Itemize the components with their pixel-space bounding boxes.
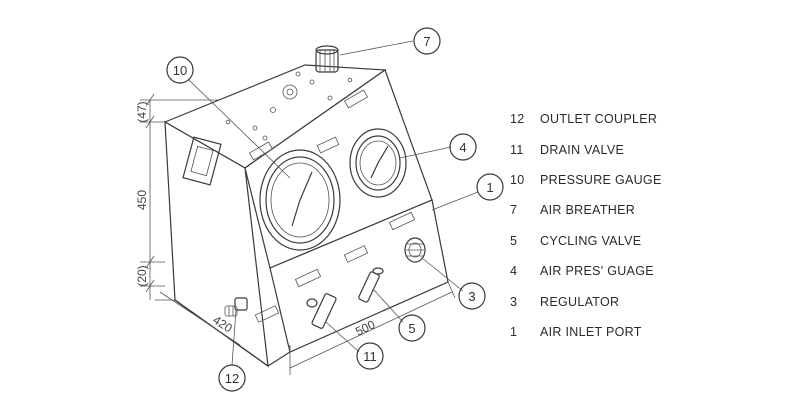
callout-5-label: 5 xyxy=(408,321,415,336)
outlet-coupler xyxy=(224,297,248,317)
callout-12-label: 12 xyxy=(225,371,239,386)
callout-4: 4 xyxy=(449,133,477,161)
callout-3-label: 3 xyxy=(468,289,475,304)
legend-number: 3 xyxy=(510,294,518,309)
callout-1: 1 xyxy=(476,173,504,201)
callout-1-label: 1 xyxy=(486,180,493,195)
callout-10: 10 xyxy=(166,56,194,84)
legend-number: 7 xyxy=(510,203,518,218)
legend-row: 5 CYCLING VALVE xyxy=(510,226,790,256)
legend-label: PRESSURE GAUGE xyxy=(540,172,662,187)
callout-5: 5 xyxy=(398,314,426,342)
legend-row: 12 OUTLET COUPLER xyxy=(510,104,790,134)
callout-10-label: 10 xyxy=(173,63,187,78)
dim-height-main: 450 xyxy=(135,190,149,210)
legend-row: 3 REGULATOR xyxy=(510,286,790,316)
legend-number: 4 xyxy=(510,264,518,279)
legend-label: AIR BREATHER xyxy=(540,203,636,218)
callout-3: 3 xyxy=(458,282,486,310)
air-breather xyxy=(315,45,339,73)
pressure-gauge xyxy=(259,149,341,251)
cabinet-body xyxy=(163,64,449,368)
legend-label: AIR PRES' GUAGE xyxy=(540,264,654,279)
leader-lines xyxy=(188,40,479,366)
legend-number: 1 xyxy=(510,324,518,339)
legend-number: 10 xyxy=(510,172,525,187)
callout-7-label: 7 xyxy=(423,34,430,49)
dim-height-bottom: (20) xyxy=(135,265,149,286)
legend-row: 11 DRAIN VALVE xyxy=(510,134,790,164)
legend-label: REGULATOR xyxy=(540,294,620,309)
legend-label: AIR INLET PORT xyxy=(540,324,642,339)
callout-4-label: 4 xyxy=(459,140,466,155)
legend-row: 7 AIR BREATHER xyxy=(510,195,790,225)
callout-11: 11 xyxy=(356,342,384,370)
dim-height-top: (47) xyxy=(135,101,149,122)
regulator xyxy=(404,237,426,263)
legend-number: 11 xyxy=(510,142,524,157)
legend-row: 1 AIR INLET PORT xyxy=(510,317,790,347)
legend-number: 12 xyxy=(510,112,525,127)
legend-label: DRAIN VALVE xyxy=(540,142,625,157)
callout-12: 12 xyxy=(218,364,246,392)
drain-valve xyxy=(306,293,337,329)
legend-number: 5 xyxy=(510,233,518,248)
legend-label: CYCLING VALVE xyxy=(540,233,642,248)
callout-11-label: 11 xyxy=(363,349,377,364)
height-dimension: (47) 450 (20) xyxy=(135,93,225,300)
legend-row: 4 AIR PRES' GUAGE xyxy=(510,256,790,286)
legend-label: OUTLET COUPLER xyxy=(540,112,658,127)
cycling-valve xyxy=(358,267,384,303)
parts-legend: 12 OUTLET COUPLER 11 DRAIN VALVE 10 PRES… xyxy=(510,104,790,347)
legend-row: 10 PRESSURE GAUGE xyxy=(510,165,790,195)
callout-7: 7 xyxy=(413,27,441,55)
air-pressure-gauge xyxy=(349,128,407,198)
